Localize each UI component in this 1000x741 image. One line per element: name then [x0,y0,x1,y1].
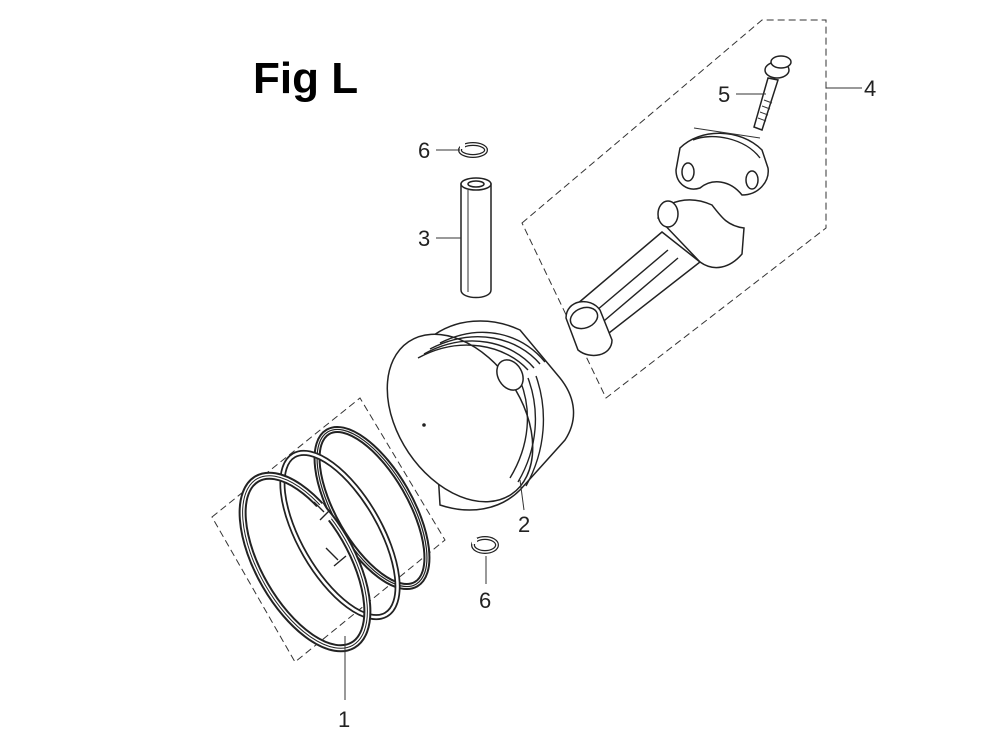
callout-piston: 2 [518,512,530,537]
pin-clip-bottom [471,536,499,554]
callout-piston-pin: 3 [418,226,430,251]
piston-rings-boundary [211,397,446,663]
piston-pin [460,183,492,299]
rod-cap [675,132,769,196]
callout-pin-clip-bottom: 6 [479,588,491,613]
piston-ring-front [238,471,372,653]
connecting-rod-group [521,19,827,399]
rod-bolt [753,55,792,131]
piston-pin-boss [496,359,524,391]
figure-title: Fig L [253,54,358,103]
callout-connecting-rod-assembly: 4 [864,76,876,101]
callout-rod-bolt: 5 [718,82,730,107]
callout-piston-rings: 1 [338,707,350,732]
piston-group [386,320,575,511]
piston-ring-middle [279,449,401,621]
leader-line-2 [519,479,525,511]
callout-pin-clip-top: 6 [418,138,430,163]
rod-big-end [657,199,745,269]
piston-pin-group [460,177,492,299]
leader-lines [344,87,862,700]
piston-rings-group [211,397,446,663]
pin-clip-top [458,142,488,158]
connecting-rod-boundary [521,19,827,399]
